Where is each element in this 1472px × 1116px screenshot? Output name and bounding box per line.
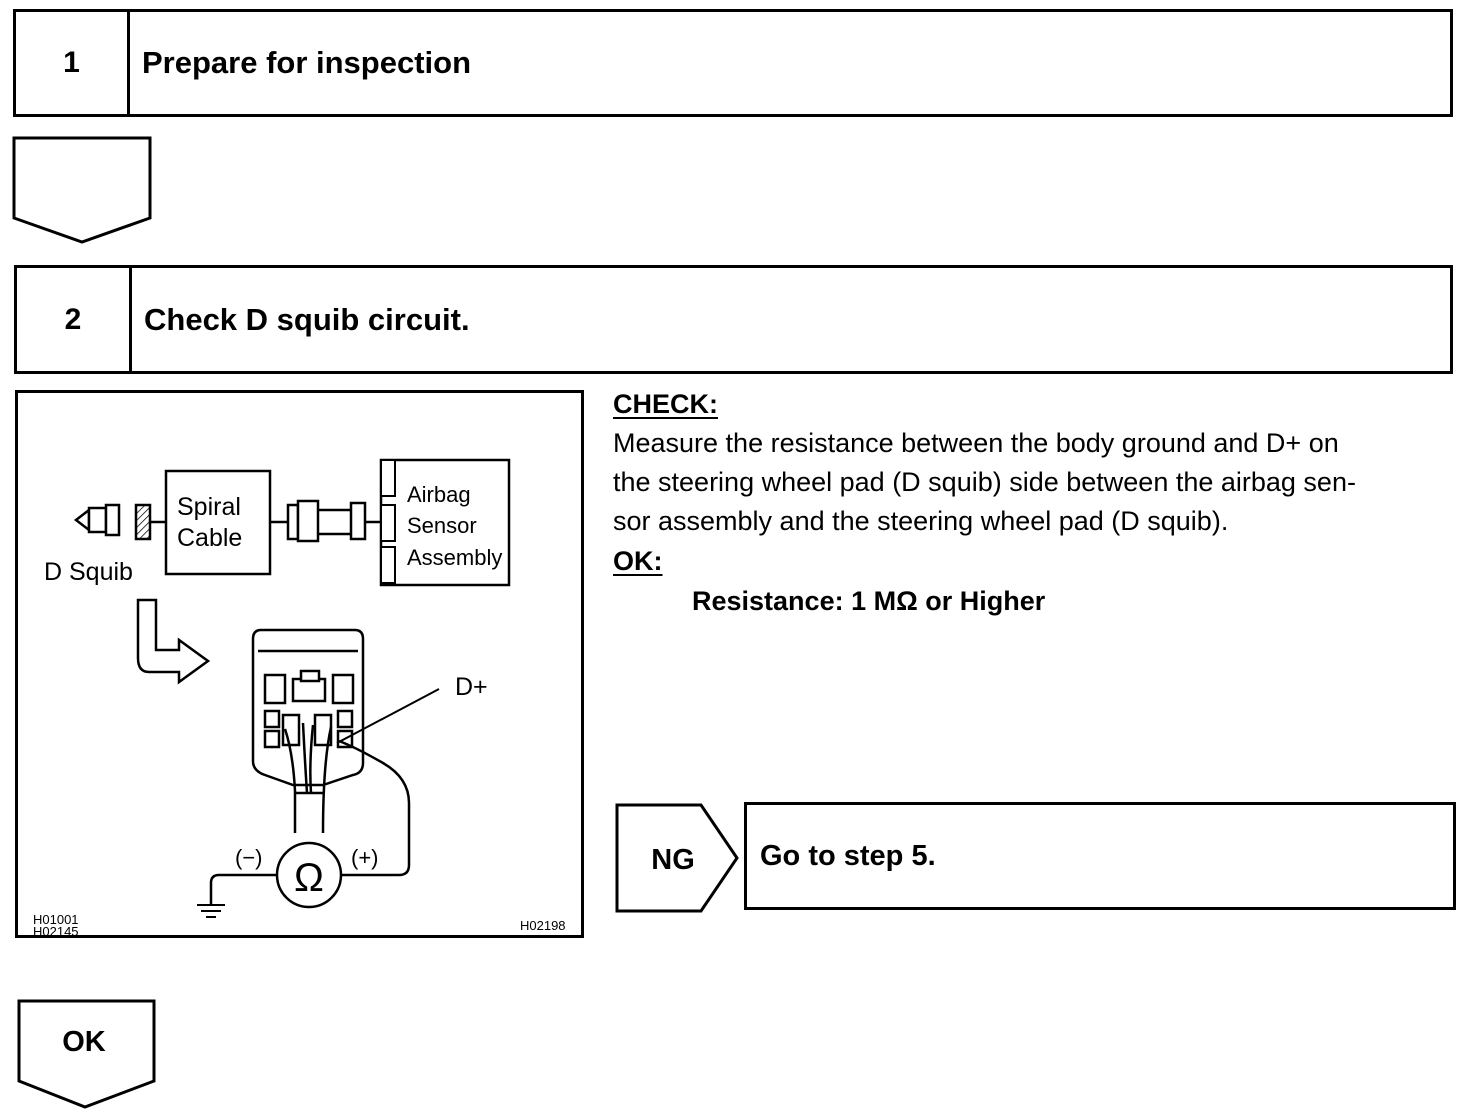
figure-code-1: H01001 [33, 912, 79, 927]
ohm-symbol: Ω [294, 856, 324, 900]
resistance-spec: Resistance: 1 MΩ or Higher [692, 586, 1046, 616]
ng-badge: NG [615, 803, 739, 913]
d-plus-leader [336, 688, 440, 744]
harness-connector [270, 499, 381, 543]
step-1-header: 1 Prepare for inspection [13, 9, 1453, 117]
check-line-1: Measure the resistance between the body … [613, 428, 1339, 458]
plus-label: (+) [351, 845, 379, 870]
minus-label: (−) [235, 845, 263, 870]
circuit-diagram: Spiral Cable Airbag Sensor Assembly D Sq… [15, 390, 584, 938]
d-squib-label: D Squib [44, 558, 133, 586]
check-section: CHECK: Measure the resistance between th… [613, 384, 1458, 621]
figure-code-2: H02145 [33, 924, 79, 935]
airbag-label-3: Assembly [407, 545, 502, 570]
ng-badge-label: NG [651, 844, 695, 876]
d-plus-label: D+ [455, 673, 488, 701]
wires [283, 722, 333, 834]
spiral-cable-label-2: Cable [177, 524, 242, 552]
circuit-diagram-svg: Spiral Cable Airbag Sensor Assembly D Sq… [33, 458, 566, 935]
ok-badge: OK [17, 999, 156, 1109]
figure-code-3: H02198 [520, 918, 566, 933]
bent-arrow-icon [136, 598, 211, 685]
check-line-2: the steering wheel pad (D squib) side be… [613, 467, 1356, 497]
flow-arrow-1 [12, 136, 152, 244]
step-1-number: 1 [16, 12, 130, 114]
ng-action-box: Go to step 5. [744, 802, 1456, 910]
airbag-sensor-box [379, 458, 511, 587]
spiral-cable-label-1: Spiral [177, 493, 241, 521]
check-line-3: sor assembly and the steering wheel pad … [613, 506, 1229, 536]
probe-wire-minus [209, 873, 277, 905]
ng-action-text: Go to step 5. [760, 839, 936, 872]
spiral-cable-box [164, 469, 272, 576]
ground-icon [197, 904, 225, 918]
step-2-header: 2 Check D squib circuit. [14, 265, 1453, 374]
d-squib-connector [73, 503, 166, 541]
step-2-title: Check D squib circuit. [144, 301, 470, 337]
probe-wire-plus [338, 739, 411, 877]
step-1-title: Prepare for inspection [142, 45, 472, 80]
ok-heading: OK: [613, 546, 663, 576]
airbag-label-2: Sensor [407, 513, 477, 538]
check-heading: CHECK: [613, 389, 718, 419]
airbag-label-1: Airbag [407, 482, 471, 507]
step-2-number: 2 [17, 268, 132, 371]
ok-badge-label: OK [62, 1026, 106, 1058]
connector-face [251, 628, 365, 787]
